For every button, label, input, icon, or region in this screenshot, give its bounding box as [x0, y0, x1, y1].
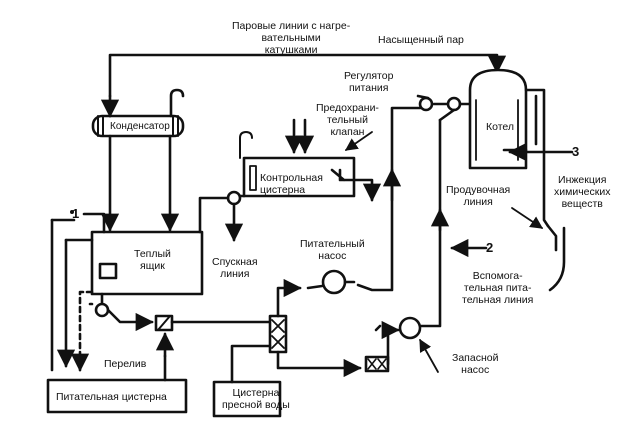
fresh-water-tank — [212, 380, 282, 418]
marker-3: 3 — [572, 144, 580, 159]
label-drain-line: Спускная линия — [212, 256, 258, 280]
overflow-line — [78, 290, 94, 370]
label-saturated-steam: Насыщенный пар — [378, 34, 464, 46]
label-control-tank: Контрольная цистерна — [260, 172, 323, 196]
control-tank — [239, 118, 356, 198]
feed-tank — [46, 378, 188, 414]
feed-valve-cluster — [268, 314, 288, 354]
label-chemical-injection: Инжекция химических веществ — [554, 174, 611, 210]
feed-regulator-valve — [418, 96, 434, 112]
label-blowdown-line: Продувочная линия — [446, 184, 511, 208]
blowdown-outlet — [548, 226, 566, 292]
label-boiler: Котел — [486, 121, 515, 133]
marker-1: 1 — [72, 206, 80, 221]
label-steam-lines: Паровые линии с нагре- вательными катушк… — [232, 20, 351, 56]
standby-pump — [398, 316, 422, 340]
label-hot-well: Теплый ящик — [134, 248, 171, 272]
label-feed-regulator: Регулятор питания — [344, 70, 394, 94]
label-aux-feed-line: Вспомога- тельная пита- тельная линия — [462, 270, 534, 306]
hot-well-filter — [98, 262, 118, 280]
label-overflow: Перелив — [104, 358, 147, 370]
label-safety-valve: Предохрани- тельный клапан — [316, 102, 379, 138]
marker-2: 2 — [486, 240, 494, 255]
label-feed-tank: Питательная цистерна — [56, 391, 167, 403]
label-condenser: Конденсатор — [110, 121, 170, 132]
feed-pump — [321, 269, 347, 295]
label-feed-pump: Питательный насос — [300, 238, 365, 262]
steam-line-top — [108, 53, 499, 98]
label-fresh-water-tank: Цистерна пресной воды — [222, 387, 290, 411]
condenser-unit — [91, 88, 185, 138]
standby-pump-valve — [364, 355, 390, 373]
control-tank-valve — [226, 190, 242, 206]
label-standby-pump: Запасной насос — [452, 352, 499, 376]
